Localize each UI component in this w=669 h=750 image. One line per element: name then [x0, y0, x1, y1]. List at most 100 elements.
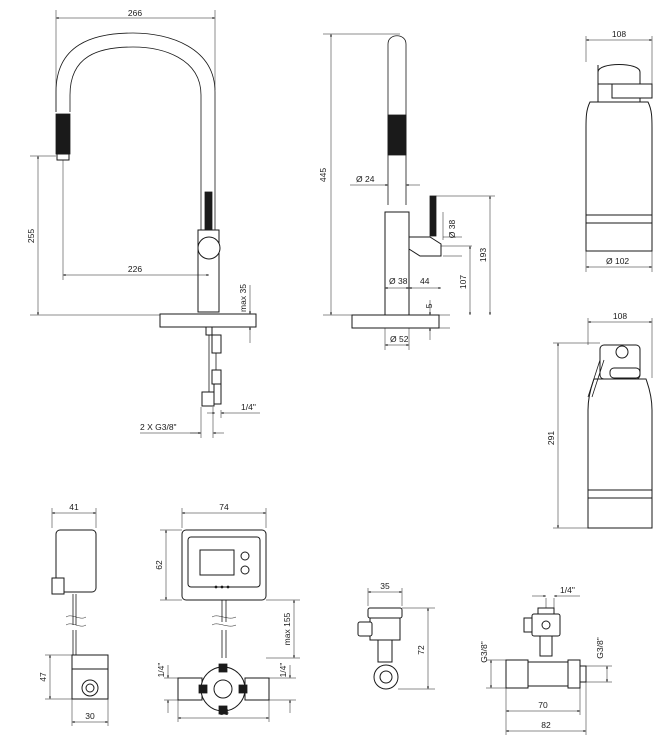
small-valve-body — [369, 617, 401, 641]
small-valve-stem — [377, 639, 393, 663]
dim-box-right-conn: 1/4" — [278, 663, 288, 678]
filter2-band — [587, 489, 653, 499]
lever-handle — [204, 191, 213, 231]
dim-filter-width: 108 — [612, 29, 626, 39]
filter2-slot — [609, 367, 641, 379]
filter2-body — [587, 378, 653, 491]
dim-filter-dia: Ø 102 — [606, 256, 629, 266]
box-side-view: 41 47 30 — [38, 502, 109, 726]
dim-box-width: 74 — [219, 502, 229, 512]
filter-top-view: 108 Ø 102 — [585, 29, 653, 272]
faucet-side-view: 445 Ø 24 Ø 38 193 107 Ø 38 44 5 Ø 52 — [318, 33, 495, 350]
faucet-front-view: 266 255 226 max 35 1/4" 2 X G3/8" — [26, 8, 260, 438]
tee-right-thread — [579, 665, 587, 683]
dim-total-height: 445 — [318, 168, 328, 182]
side-base-plate — [351, 314, 440, 329]
side-body — [384, 211, 410, 316]
dim-box-side-height: 47 — [38, 672, 48, 682]
valve-center — [213, 679, 233, 699]
filter2-clip-2 — [591, 359, 605, 398]
dim-body-height: 107 — [458, 275, 468, 289]
break-line — [65, 615, 87, 619]
shank — [205, 326, 213, 336]
dim-tee-outer: 82 — [541, 720, 551, 730]
filter2-knob — [615, 345, 629, 359]
box-break-line-2 — [211, 623, 237, 627]
dim-box-height: 62 — [154, 560, 164, 570]
filter2-clip — [587, 359, 601, 398]
base-plate — [159, 313, 257, 328]
nut-right — [213, 383, 222, 405]
dim-tee-right: G3/8" — [595, 637, 605, 658]
dim-base-gap: 5 — [424, 303, 434, 308]
dim-small-valve-height: 72 — [416, 645, 426, 655]
tee-valve-view: 1/4" G3/8" G3/8" 70 82 — [479, 585, 612, 735]
tee-knob — [541, 620, 551, 630]
filter-base — [585, 222, 653, 252]
valve-bolt-right — [238, 684, 248, 694]
valve-right-pipe — [244, 677, 270, 701]
side-grip — [387, 114, 407, 156]
tee-right-nut — [567, 659, 581, 689]
box-front-view: 74 62 max 155 1/4" 1/4" 86 — [154, 502, 300, 722]
filter-band — [585, 214, 653, 224]
connector-lower — [211, 369, 222, 385]
filter2-base — [587, 497, 653, 529]
dim-reach: 226 — [128, 264, 142, 274]
box-side-valve-top — [71, 654, 109, 670]
dim-tee-left: G3/8" — [479, 641, 489, 662]
side-lever-base — [408, 236, 442, 257]
dim-offset: 44 — [420, 276, 430, 286]
dim-height: 255 — [26, 229, 36, 243]
side-spout — [387, 35, 407, 205]
dim-box-side-base: 30 — [85, 711, 95, 721]
tee-top-cap — [537, 607, 555, 615]
valve-bolt-top — [218, 663, 228, 673]
spout-nozzle — [56, 153, 70, 161]
tee-body — [527, 661, 569, 687]
break-line-2 — [65, 623, 87, 627]
nut-left — [201, 391, 215, 407]
lever-hub — [197, 236, 221, 260]
tee-stem — [539, 635, 553, 657]
box-side-port-inner — [85, 683, 95, 693]
box-front-display — [199, 549, 235, 576]
small-valve-port-inner — [379, 670, 393, 684]
valve-bolt-left — [198, 684, 208, 694]
filter-cap — [597, 64, 641, 89]
dim-spout-dia: Ø 24 — [356, 174, 375, 184]
dim-tee-top: 1/4" — [560, 585, 575, 595]
dim-box-base: 86 — [219, 707, 229, 717]
spout-inner — [69, 46, 202, 230]
dim-width: 266 — [128, 8, 142, 18]
tee-lever — [523, 617, 533, 633]
dim-box-hose: max 155 — [282, 612, 292, 645]
valve-left-pipe — [177, 677, 203, 701]
dim-filter2-width: 108 — [613, 311, 627, 321]
dim-filter2-height: 291 — [546, 431, 556, 445]
filter-bracket — [611, 83, 653, 99]
connector-upper — [211, 334, 222, 354]
dim-small-valve-width: 35 — [380, 581, 390, 591]
box-side-body — [55, 529, 97, 593]
small-valve-handle — [357, 621, 373, 637]
filter-bottom-view: 108 291 — [546, 311, 653, 529]
dim-max-thickness: max 35 — [238, 284, 248, 312]
side-lever — [429, 195, 437, 237]
dim-connection: 1/4" — [241, 402, 256, 412]
dim-handle-dia: Ø 38 — [447, 220, 457, 239]
box-break-line — [211, 615, 237, 619]
spout-outer — [55, 32, 216, 230]
dim-box-left-conn: 1/4" — [156, 663, 166, 678]
dim-tee-inner: 70 — [538, 700, 548, 710]
dim-box-side-width: 41 — [69, 502, 79, 512]
valve-bolt-bottom — [218, 705, 228, 715]
spout-grip — [55, 113, 71, 155]
dim-body-dia: Ø 38 — [389, 276, 408, 286]
box-button-top — [240, 551, 250, 561]
small-valve-view: 35 72 — [357, 581, 435, 690]
tee-left-nut — [505, 659, 529, 689]
dim-hoses: 2 X G3/8" — [140, 422, 177, 432]
